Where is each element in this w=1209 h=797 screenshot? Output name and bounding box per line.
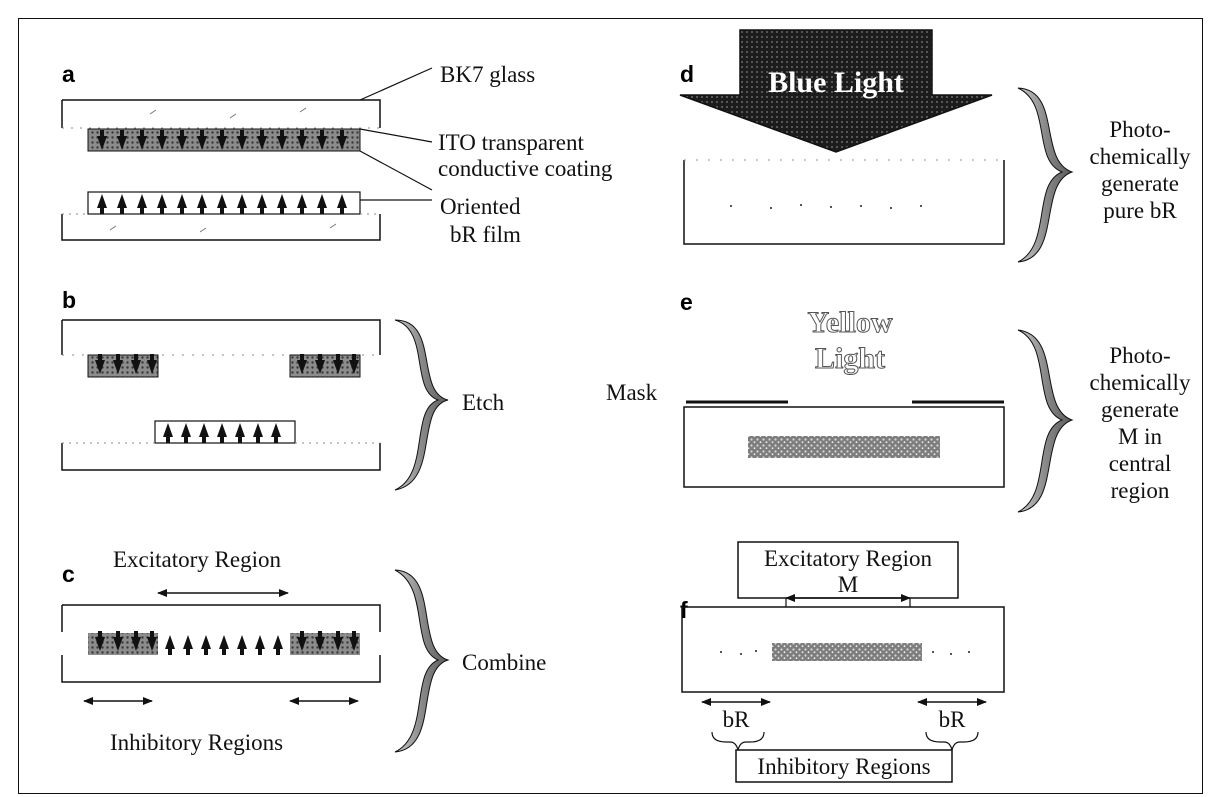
step-combine: Combine (462, 650, 546, 675)
label-film-line2: bR film (450, 222, 521, 247)
photo-bR-brace (1017, 87, 1074, 263)
svg-text:central: central (1109, 451, 1172, 476)
step-etch: Etch (462, 390, 505, 415)
panel-e-letter: e (680, 289, 693, 315)
etched-lower-glass (61, 443, 381, 471)
blue-light-label: Blue Light (768, 66, 904, 99)
final-cell-outline (681, 606, 1005, 693)
step-photo-M: Photo- chemically generate M in central … (1090, 343, 1191, 503)
combined-lower-glass (61, 655, 381, 683)
svg-text:generate: generate (1101, 397, 1179, 422)
panel-d: d Blue Light Photo- chemically generate … (679, 29, 1191, 263)
photo-M-brace (1017, 329, 1074, 513)
label-film-line1: Oriented (440, 194, 521, 219)
label-excitatory-c: Excitatory Region (113, 547, 281, 572)
svg-text:chemically: chemically (1090, 144, 1191, 169)
br-brace-left (711, 731, 765, 751)
label-bk7-glass: BK7 glass (440, 62, 535, 87)
svg-text:M in: M in (1118, 424, 1163, 449)
mask-label: Mask (606, 380, 658, 405)
final-M-region (772, 643, 922, 661)
panel-c-letter: c (62, 561, 75, 587)
label-inhibitory-c: Inhibitory Regions (110, 730, 283, 755)
panel-a-letter: a (62, 61, 75, 87)
svg-text:generate: generate (1101, 171, 1179, 196)
combine-brace (394, 569, 450, 753)
figure-frame (18, 18, 1203, 794)
bR-cell-outline (683, 160, 1005, 245)
panel-a: a (61, 61, 613, 247)
label-ito-line1: ITO transparent (438, 130, 584, 155)
label-br-left: bR (723, 707, 751, 732)
panel-b: b Etch (61, 287, 505, 491)
panel-f: f Excitatory Region M bR bR Inhibitory R… (680, 541, 1005, 783)
svg-text:Photo-: Photo- (1109, 343, 1170, 368)
yellow-light-line2: Light (815, 342, 885, 375)
yellow-light-line1: Yellow (808, 306, 893, 339)
panel-d-letter: d (680, 61, 694, 87)
label-M: M (838, 572, 858, 597)
svg-text:region: region (1111, 478, 1170, 503)
svg-text:pure bR: pure bR (1103, 198, 1177, 223)
inhibitory-box (735, 749, 953, 783)
label-br-right: bR (939, 707, 967, 732)
panel-b-letter: b (62, 287, 76, 313)
combined-upper-glass (61, 604, 381, 632)
svg-text:Photo-: Photo- (1109, 117, 1170, 142)
upper-glass-plate (61, 99, 381, 129)
svg-text:chemically: chemically (1090, 370, 1191, 395)
panel-e: e Yellow Light Mask Photo- chemically ge… (606, 289, 1191, 513)
M-central-region (748, 436, 940, 458)
blue-light-arrow (679, 29, 993, 153)
panel-c: c Excitatory Region Inhibitory Regions C… (61, 547, 546, 755)
etch-brace (394, 319, 449, 491)
step-photo-bR: Photo- chemically generate pure bR (1090, 117, 1191, 223)
etched-upper-glass (61, 319, 381, 355)
label-leaders (359, 67, 433, 201)
label-inhibitory-f: Inhibitory Regions (757, 754, 930, 779)
label-excitatory-f: Excitatory Region (764, 546, 932, 571)
lower-glass-plate (61, 213, 381, 241)
label-ito-line2: conductive coating (438, 156, 613, 181)
br-brace-right (925, 731, 979, 751)
excitatory-box (737, 541, 959, 599)
panel-f-letter: f (680, 597, 688, 623)
M-cell-outline (683, 406, 1005, 488)
